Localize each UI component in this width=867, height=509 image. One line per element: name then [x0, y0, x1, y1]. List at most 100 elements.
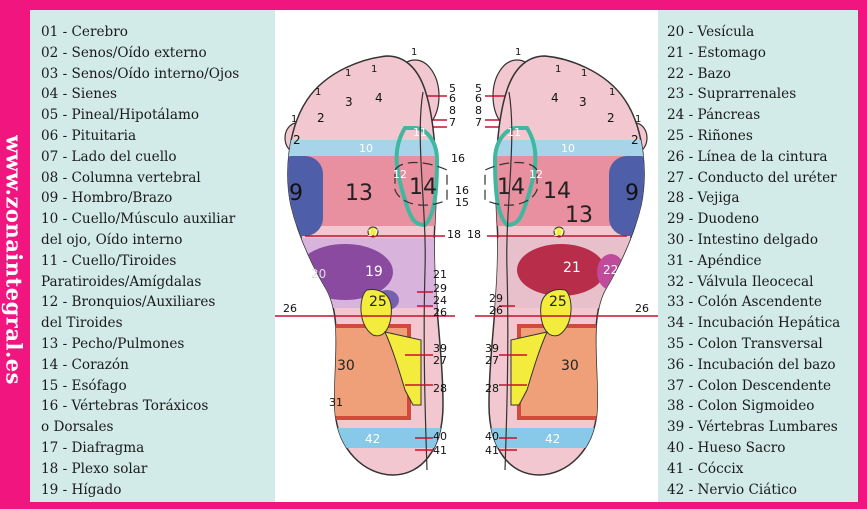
map-label-2: 2 — [631, 133, 639, 147]
legend-right-item: 37 - Colon Descendente — [667, 376, 857, 397]
legend-right-item: 26 - Línea de la cintura — [667, 147, 857, 168]
map-label-30: 30 — [561, 358, 579, 374]
map-label-30: 30 — [337, 358, 355, 374]
legend-left-item: 11 - Cuello/Tiroides Paratiroides/Amígda… — [41, 251, 273, 293]
map-label-11: 11 — [507, 126, 521, 139]
map-label-12: 12 — [529, 168, 543, 181]
map-label-28: 28 — [433, 382, 447, 395]
map-label-26: 26 — [283, 302, 297, 315]
legend-right-item: 35 - Colon Transversal — [667, 334, 857, 355]
map-label-1: 1 — [555, 64, 561, 75]
map-label-12: 12 — [393, 168, 407, 181]
legend-right-item: 24 - Páncreas — [667, 105, 857, 126]
legend-right-item: 21 - Estomago — [667, 43, 857, 64]
map-label-40: 40 — [433, 430, 447, 443]
map-label-1: 1 — [581, 68, 587, 79]
legend-right-item: 39 - Vértebras Lumbares — [667, 417, 857, 438]
map-label-17: 17 — [553, 229, 564, 239]
map-label-20: 20 — [311, 267, 326, 281]
legend-right-item: 38 - Colon Sigmoideo — [667, 396, 857, 417]
map-label-27: 27 — [485, 354, 499, 367]
legend-left-item: 18 - Plexo solar — [41, 459, 273, 480]
website-url-text: www.zonaintegral.es — [2, 135, 27, 385]
legend-left-item: 13 - Pecho/Pulmones — [41, 334, 273, 355]
legend-right-item: 40 - Hueso Sacro — [667, 438, 857, 459]
map-label-42: 42 — [545, 432, 560, 446]
map-label-18: 18 — [447, 228, 461, 241]
map-label-17: 17 — [367, 229, 378, 239]
legend-right-item: 36 - Incubación del bazo — [667, 355, 857, 376]
legend-left-item: 08 - Columna vertebral — [41, 168, 273, 189]
map-label-2: 2 — [607, 111, 615, 125]
map-label-19: 19 — [365, 264, 383, 280]
legend-left-item: 19 - Hígado — [41, 480, 273, 501]
right-stomach — [517, 244, 605, 296]
map-label-1: 1 — [635, 114, 641, 125]
legend-left-item: 12 - Bronquios/Auxiliares del Tiroides — [41, 292, 273, 334]
map-label-18: 18 — [467, 228, 481, 241]
legend-right-item: 20 - Vesícula — [667, 22, 857, 43]
map-label-41: 41 — [433, 444, 447, 457]
map-label-11: 11 — [413, 126, 427, 139]
map-label-13: 13 — [565, 203, 593, 228]
map-label-9: 9 — [289, 181, 303, 206]
legend-right-item: 30 - Intestino delgado — [667, 230, 857, 251]
map-label-2: 2 — [317, 111, 325, 125]
map-label-13: 13 — [345, 181, 373, 206]
legend-left-item: 10 - Cuello/Músculo auxiliar del ojo, Oí… — [41, 209, 273, 251]
map-label-1: 1 — [371, 64, 377, 75]
map-label-7: 7 — [449, 116, 456, 129]
map-label-22: 22 — [603, 263, 618, 277]
map-label-26: 26 — [433, 306, 447, 319]
map-label-9: 9 — [625, 181, 639, 206]
legend-left-item: 04 - Sienes — [41, 84, 273, 105]
map-label-1: 1 — [411, 47, 417, 58]
map-label-7: 7 — [475, 116, 482, 129]
legend-left-item: 16 - Vértebras Toráxicos o Dorsales — [41, 396, 273, 438]
map-label-3: 3 — [579, 95, 587, 109]
foot-reflexology-map: 1 1 1 1 1 4 3 2 2 5 6 8 7 10 11 12 16 9 … — [275, 10, 658, 502]
map-label-37: 37 — [605, 394, 618, 405]
map-label-1: 1 — [291, 114, 297, 125]
map-label-1: 1 — [315, 87, 321, 98]
map-label-25: 25 — [549, 294, 567, 310]
map-label-15: 15 — [455, 196, 469, 209]
map-label-31: 31 — [329, 396, 343, 409]
legend-left-item: 09 - Hombro/Brazo — [41, 188, 273, 209]
map-label-27: 27 — [433, 354, 447, 367]
website-url: www.zonaintegral.es — [2, 60, 26, 460]
legend-left-item: 05 - Pineal/Hipotálamo — [41, 105, 273, 126]
map-label-16: 16 — [451, 152, 465, 165]
legend-right-item: 29 - Duodeno — [667, 209, 857, 230]
map-label-33: 33 — [321, 350, 334, 361]
map-label-10: 10 — [359, 142, 373, 155]
map-label-14: 14 — [409, 175, 437, 200]
legend-left-item: 06 - Pituitaria — [41, 126, 273, 147]
map-label-3: 3 — [345, 95, 353, 109]
legend-right-item: 41 - Cóccix — [667, 459, 857, 480]
legend-right-item: 32 - Válvula Ileocecal — [667, 272, 857, 293]
legend-right-item: 42 - Nervio Ciático — [667, 480, 857, 501]
legend-left-item: 03 - Senos/Oído interno/Ojos — [41, 64, 273, 85]
map-label-21: 21 — [433, 268, 447, 281]
map-label-26: 26 — [635, 302, 649, 315]
map-label-41: 41 — [485, 444, 499, 457]
map-label-21: 21 — [563, 260, 581, 276]
map-label-25: 25 — [369, 294, 387, 310]
legend-right-item: 27 - Conducto del uréter — [667, 168, 857, 189]
map-label-40: 40 — [485, 430, 499, 443]
foot-map-area: 1 1 1 1 1 4 3 2 2 5 6 8 7 10 11 12 16 9 … — [275, 10, 658, 502]
legend-left-item: 15 - Esófago — [41, 376, 273, 397]
legend-right-item: 33 - Colón Ascendente — [667, 292, 857, 313]
legend-left-item: 02 - Senos/Oído externo — [41, 43, 273, 64]
map-label-14: 14 — [543, 179, 571, 204]
map-label-26: 26 — [489, 304, 503, 317]
legend-left-item: 07 - Lado del cuello — [41, 147, 273, 168]
map-label-4: 4 — [375, 91, 383, 105]
map-label-2: 2 — [293, 133, 301, 147]
map-label-10: 10 — [561, 142, 575, 155]
map-label-35: 35 — [321, 318, 334, 329]
